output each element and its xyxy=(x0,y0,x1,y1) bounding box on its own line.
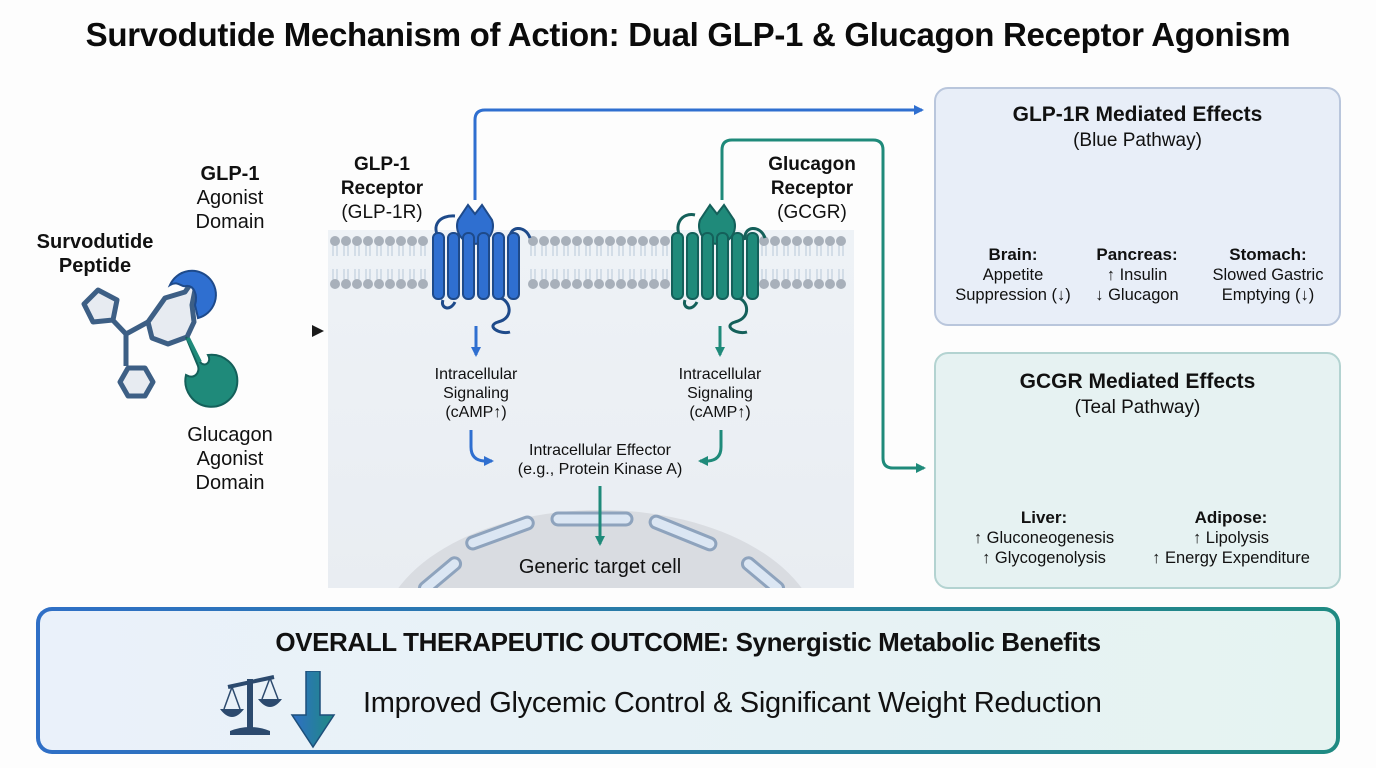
phospholipid-head xyxy=(363,236,373,246)
phospholipid-head xyxy=(594,236,604,246)
survodutide-peptide-icon xyxy=(81,269,239,408)
glucagon-domain-label: Glucagon Agonist Domain xyxy=(187,424,273,494)
outcome-icons xyxy=(220,671,336,749)
phospholipid-head xyxy=(649,279,659,289)
phospholipid-head xyxy=(627,279,637,289)
phospholipid-head xyxy=(605,279,615,289)
phospholipid-head xyxy=(616,279,626,289)
phospholipid-head xyxy=(759,236,769,246)
phospholipid-head xyxy=(660,236,670,246)
pancreas-effect: Pancreas: ↑ Insulin ↓ Glucagon xyxy=(1095,245,1179,304)
phospholipid-head xyxy=(341,279,351,289)
glp1-effects-subtitle: (Blue Pathway) xyxy=(1073,130,1202,151)
glp1-pathway-arrow xyxy=(473,105,924,200)
scale-icon xyxy=(220,675,282,735)
phospholipid-head xyxy=(363,279,373,289)
phospholipid-head xyxy=(583,236,593,246)
down-arrow-icon xyxy=(290,671,336,749)
phospholipid-head xyxy=(352,279,362,289)
phospholipid-head xyxy=(605,236,615,246)
outcome-title: OVERALL THERAPEUTIC OUTCOME: Synergistic… xyxy=(275,627,1101,657)
phospholipid-head xyxy=(539,236,549,246)
brain-effect: Brain: Appetite Suppression (↓) xyxy=(955,245,1071,304)
phospholipid-head xyxy=(385,236,395,246)
gcgr-effects-panel: GCGR Mediated Effects (Teal Pathway) Liv… xyxy=(934,352,1341,589)
glp1-to-effector-arrow xyxy=(469,430,494,466)
phospholipid-head xyxy=(770,236,780,246)
glp1-signaling-label: Intracellular Signaling (cAMP↑) xyxy=(434,366,518,421)
phospholipid-head xyxy=(594,279,604,289)
phospholipid-head xyxy=(649,236,659,246)
peptide-name-label: Survodutide Peptide xyxy=(36,231,154,277)
phospholipid-head xyxy=(825,279,835,289)
phospholipid-head xyxy=(407,236,417,246)
glucagon-receptor-label: Glucagon Receptor (GCGR) xyxy=(768,154,856,223)
phospholipid-head xyxy=(539,279,549,289)
phospholipid-head xyxy=(638,279,648,289)
glp1-effects-panel: GLP-1R Mediated Effects (Blue Pathway) B… xyxy=(934,87,1341,326)
phospholipid-head xyxy=(385,279,395,289)
phospholipid-head xyxy=(792,236,802,246)
phospholipid-head xyxy=(418,279,428,289)
target-cell-shape xyxy=(398,510,802,588)
phospholipid-head xyxy=(814,236,824,246)
phospholipid-head xyxy=(803,279,813,289)
phospholipid-head xyxy=(330,279,340,289)
phospholipid-head xyxy=(759,279,769,289)
phospholipid-head xyxy=(550,279,560,289)
phospholipid-head xyxy=(528,279,538,289)
phospholipid-head xyxy=(352,236,362,246)
gcgr-effects-subtitle: (Teal Pathway) xyxy=(1074,397,1201,418)
phospholipid-head xyxy=(660,279,670,289)
phospholipid-head xyxy=(550,236,560,246)
gcgr-effects-title: GCGR Mediated Effects xyxy=(1019,370,1256,393)
effector-label: Intracellular Effector (e.g., Protein Ki… xyxy=(517,442,683,478)
therapeutic-outcome-panel: OVERALL THERAPEUTIC OUTCOME: Synergistic… xyxy=(36,607,1340,754)
phospholipid-head xyxy=(781,279,791,289)
phospholipid-head xyxy=(561,279,571,289)
phospholipid-head xyxy=(561,236,571,246)
adipose-effect: Adipose: ↑ Lipolysis ↑ Energy Expenditur… xyxy=(1152,508,1310,567)
stomach-effect: Stomach: Slowed Gastric Emptying (↓) xyxy=(1212,245,1324,304)
glp1-receptor-label: GLP-1 Receptor (GLP-1R) xyxy=(340,154,424,223)
gcgr-signaling-label: Intracellular Signaling (cAMP↑) xyxy=(678,366,762,421)
liver-effect: Liver: ↑ Gluconeogenesis ↑ Glycogenolysi… xyxy=(973,508,1115,567)
phospholipid-head xyxy=(583,279,593,289)
phospholipid-head xyxy=(341,236,351,246)
phospholipid-head xyxy=(814,279,824,289)
glp1-effects-title: GLP-1R Mediated Effects xyxy=(1012,103,1263,126)
phospholipid-head xyxy=(374,236,384,246)
phospholipid-head xyxy=(792,279,802,289)
phospholipid-head xyxy=(825,236,835,246)
phospholipid-head xyxy=(803,236,813,246)
phospholipid-head xyxy=(330,236,340,246)
cell-membrane xyxy=(330,236,846,289)
phospholipid-head xyxy=(836,236,846,246)
phospholipid-head xyxy=(627,236,637,246)
gcgr-to-effector-arrow xyxy=(698,430,723,466)
diagram-title: Survodutide Mechanism of Action: Dual GL… xyxy=(85,16,1291,53)
glp1-receptor-icon xyxy=(432,203,532,335)
phospholipid-head xyxy=(374,279,384,289)
glucagon-receptor-icon xyxy=(671,203,767,335)
phospholipid-head xyxy=(572,236,582,246)
gcgr-pathway-arrow xyxy=(720,138,926,473)
phospholipid-head xyxy=(616,236,626,246)
glp1-domain-label: GLP-1 Agonist Domain xyxy=(195,163,265,233)
phospholipid-head xyxy=(396,279,406,289)
phospholipid-head xyxy=(407,279,417,289)
phospholipid-head xyxy=(770,279,780,289)
phospholipid-head xyxy=(572,279,582,289)
phospholipid-head xyxy=(396,236,406,246)
phospholipid-head xyxy=(528,236,538,246)
phospholipid-head xyxy=(638,236,648,246)
phospholipid-head xyxy=(781,236,791,246)
phospholipid-head xyxy=(836,279,846,289)
phospholipid-head xyxy=(418,236,428,246)
target-cell-label: Generic target cell xyxy=(518,556,682,578)
outcome-text: Improved Glycemic Control & Significant … xyxy=(363,687,1102,719)
